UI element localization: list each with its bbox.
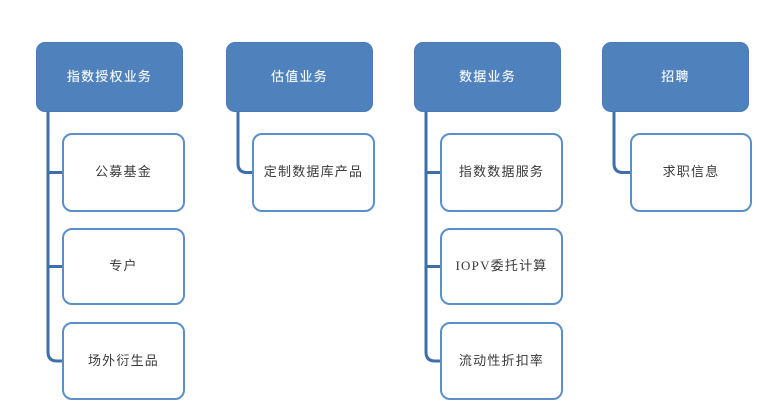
child-node-index-licensing-1[interactable]: 专户 — [62, 228, 185, 305]
header-node-index-licensing[interactable]: 指数授权业务 — [36, 42, 183, 112]
header-node-label: 估值业务 — [271, 68, 328, 84]
child-node-index-licensing-0[interactable]: 公募基金 — [62, 133, 185, 212]
connector-trunk-index-licensing — [46, 112, 62, 363]
header-node-label: 指数授权业务 — [66, 68, 153, 84]
child-node-label: 指数数据服务 — [458, 164, 545, 180]
child-node-index-licensing-2[interactable]: 场外衍生品 — [62, 322, 185, 400]
header-node-label: 数据业务 — [459, 68, 516, 84]
child-node-label: IOPV委托计算 — [455, 258, 548, 274]
child-node-label: 定制数据库产品 — [263, 164, 364, 180]
child-node-label: 场外衍生品 — [87, 352, 159, 368]
connector-trunk-recruiting — [612, 112, 630, 174]
child-node-data-business-0[interactable]: 指数数据服务 — [440, 133, 563, 212]
header-node-valuation[interactable]: 估值业务 — [226, 42, 373, 112]
child-node-data-business-1[interactable]: IOPV委托计算 — [440, 228, 563, 305]
child-node-label: 求职信息 — [662, 164, 720, 180]
connector-trunk-data-business — [424, 112, 440, 363]
header-node-data-business[interactable]: 数据业务 — [414, 42, 561, 112]
child-node-valuation-0[interactable]: 定制数据库产品 — [252, 133, 375, 212]
child-node-data-business-2[interactable]: 流动性折扣率 — [440, 322, 563, 400]
header-node-recruiting[interactable]: 招聘 — [602, 42, 749, 112]
child-node-label: 流动性折扣率 — [458, 352, 545, 368]
header-node-label: 招聘 — [661, 68, 690, 84]
child-node-label: 公募基金 — [95, 164, 152, 180]
child-node-recruiting-0[interactable]: 求职信息 — [630, 133, 752, 212]
child-node-label: 专户 — [109, 258, 138, 274]
connector-trunk-valuation — [236, 112, 252, 174]
